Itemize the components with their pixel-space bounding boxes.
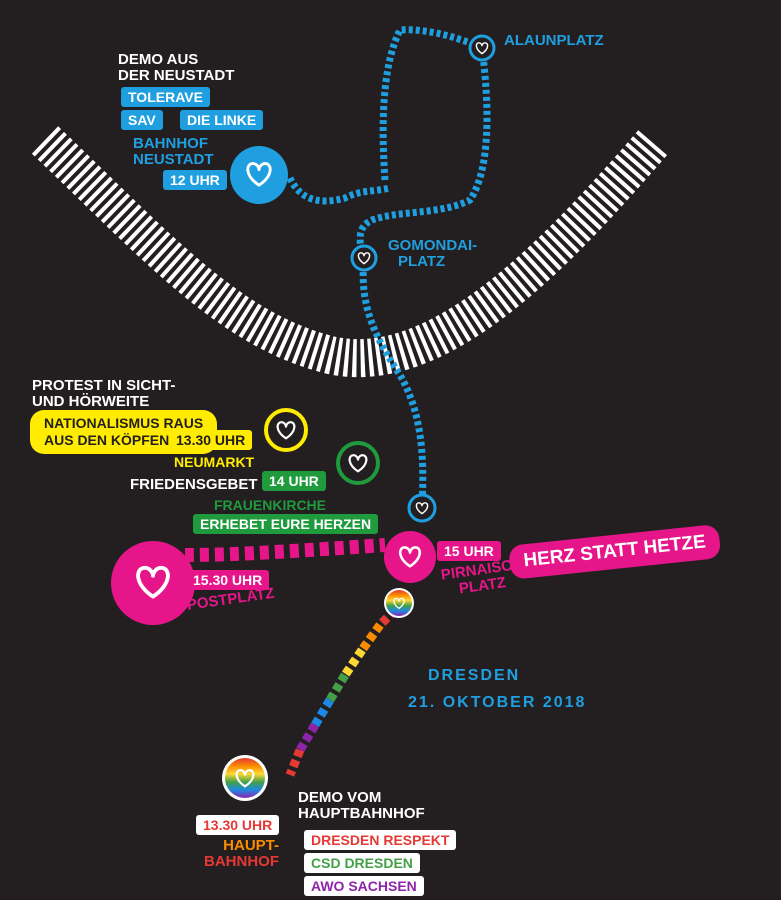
gomondai-line1: GOMONDAI- (388, 237, 478, 254)
tag-csd-dresden: CSD DRESDEN (304, 853, 420, 874)
stop-hauptbahnhof (222, 755, 268, 801)
neustadt-heading-line2: DER NEUSTADT (118, 66, 235, 84)
tag-awo-sachsen: AWO SACHSEN (304, 876, 424, 897)
place-frauenkirche: FRAUENKIRCHE (214, 497, 326, 513)
time-frauenkirche: 14 UHR (262, 471, 326, 492)
event-city: DRESDEN (428, 667, 521, 684)
protest-slogan-line2: AUS DEN KÖPFEN (44, 431, 170, 448)
neustadt-heading-line1: DEMO AUS (118, 51, 199, 68)
protest-heading-line1: PROTEST IN SICHT- (32, 377, 176, 394)
neustadt-heading: DEMO AUS DER NEUSTADT (118, 52, 234, 84)
friedensgebet-slogan: ERHEBET EURE HERZEN (193, 514, 379, 535)
label-gomondaiplatz: GOMONDAI- PLATZ (388, 238, 477, 270)
stop-gomondaiplatz (350, 244, 378, 272)
pink-route (184, 538, 386, 562)
label-alaunplatz: ALAUNPLATZ (504, 32, 604, 49)
stop-blue-end (407, 493, 437, 523)
stop-alaunplatz (468, 34, 496, 62)
hbf-heading-line1: DEMO VOM (298, 789, 382, 806)
hbf-place-line2: BAHNHOF (204, 852, 279, 870)
gomondai-line2: PLATZ (398, 252, 446, 270)
tag-die-linke: DIE LINKE (180, 110, 264, 131)
time-neumarkt: 13.30 UHR (169, 430, 253, 451)
station-bahnhof-neustadt: BAHNHOF NEUSTADT (133, 136, 214, 168)
stop-frauenkirche (336, 441, 380, 485)
protest-slogan-line1: NATIONALISMUS RAUS (44, 415, 204, 431)
tag-tolerave: TOLERAVE (121, 87, 210, 108)
hbf-place-line1: HAUPT- (223, 837, 279, 854)
stop-neumarkt (264, 408, 308, 452)
stop-bahnhof-neustadt (230, 146, 288, 204)
protest-heading: PROTEST IN SICHT- UND HÖRWEITE (32, 378, 175, 410)
tag-sav: SAV (121, 110, 163, 131)
hbf-heading-line2: HAUPTBAHNHOF (298, 804, 425, 822)
station-neustadt-line2: NEUSTADT (133, 150, 214, 168)
protest-heading-line2: UND HÖRWEITE (32, 392, 150, 410)
time-hauptbahnhof: 13.30 UHR (196, 815, 280, 836)
blue-route (286, 26, 491, 506)
stop-pirnaischer-platz (384, 531, 436, 583)
time-postplatz: 15.30 UHR (186, 570, 270, 591)
time-pirnaischer-platz: 15 UHR (437, 541, 501, 562)
stop-rainbow-small (384, 588, 414, 618)
place-hauptbahnhof: HAUPT- BAHNHOF (204, 838, 279, 870)
protest-slogan: NATIONALISMUS RAUS AUS DEN KÖPFEN (30, 410, 218, 454)
event-date: 21. OKTOBER 2018 (408, 694, 587, 711)
station-neustadt-line1: BAHNHOF (133, 135, 208, 152)
time-neustadt: 12 UHR (163, 170, 227, 191)
rainbow-route (285, 606, 399, 777)
place-neumarkt: NEUMARKT (174, 454, 255, 470)
hauptbahnhof-heading: DEMO VOM HAUPTBAHNHOF (298, 790, 425, 822)
river-elbe (31, 126, 670, 378)
friedensgebet-heading: FRIEDENSGEBET (130, 476, 258, 493)
stop-postplatz (111, 541, 195, 625)
tag-dresden-respekt: DRESDEN RESPEKT (304, 830, 457, 851)
